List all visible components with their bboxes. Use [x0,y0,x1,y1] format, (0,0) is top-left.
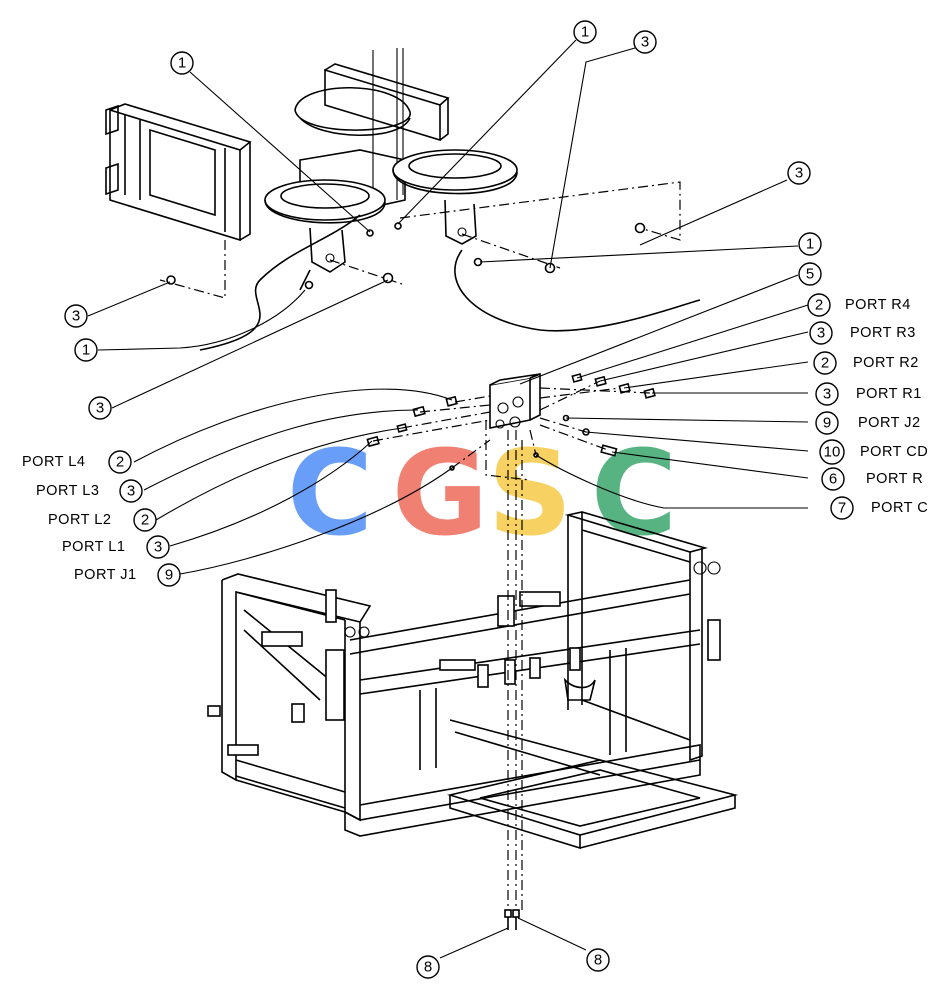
svg-text:2: 2 [141,512,149,529]
svg-text:PORT R4: PORT R4 [845,297,911,313]
svg-text:2: 2 [821,355,829,372]
leader-lines-top [87,39,799,409]
callout-top-3a: 3 [633,30,657,54]
port-label-r2: 2 PORT R2 [813,351,919,375]
svg-text:8: 8 [424,959,432,976]
svg-text:3: 3 [795,165,803,182]
port-label-r4: 2 PORT R4 [807,293,911,317]
svg-text:6: 6 [829,471,837,488]
svg-text:3: 3 [127,483,135,500]
callout-left-1: 1 [74,338,98,362]
svg-text:9: 9 [165,567,173,584]
svg-text:9: 9 [823,415,831,432]
svg-text:1: 1 [581,24,589,41]
seat-head-assembly [105,48,701,351]
port-label-j1: PORT J1 9 [74,563,181,587]
svg-text:3: 3 [817,325,825,342]
svg-text:PORT C: PORT C [871,500,928,516]
watermark-letter-c1: C [287,424,374,562]
callout-bottom-8a: 8 [416,955,440,979]
svg-text:PORT J1: PORT J1 [74,567,137,583]
manifold-assembly [366,372,656,481]
svg-text:5: 5 [806,266,814,283]
svg-text:PORT L2: PORT L2 [48,512,111,528]
callout-right-5: 5 [798,262,822,286]
watermark: C G S C [287,424,678,562]
port-label-c: 7 PORT C [830,496,928,520]
port-label-j2: 9 PORT J2 [815,411,921,435]
port-label-l4: PORT L4 2 [22,450,132,474]
svg-text:7: 7 [838,500,846,517]
port-label-r: 6 PORT R [821,467,923,491]
svg-text:PORT L1: PORT L1 [62,539,125,555]
svg-text:PORT L3: PORT L3 [36,483,99,499]
callout-right-3: 3 [787,161,811,185]
svg-text:3: 3 [96,400,104,417]
leader-lines-manifold [133,274,809,575]
base-frame [207,430,739,915]
bottom-bolts [439,909,587,959]
port-label-l3: PORT L3 3 [36,479,143,503]
svg-text:PORT R3: PORT R3 [850,325,916,341]
callout-right-1: 1 [798,232,822,256]
svg-text:2: 2 [815,297,823,314]
callout-left-3: 3 [64,304,88,328]
callout-top-1b: 1 [573,20,597,44]
callout-mid-3: 3 [88,396,112,420]
svg-text:1: 1 [82,342,90,359]
svg-text:PORT L4: PORT L4 [22,454,85,470]
svg-text:PORT R1: PORT R1 [856,386,922,402]
svg-text:2: 2 [116,454,124,471]
svg-text:3: 3 [641,34,649,51]
callout-bottom-8b: 8 [586,948,610,972]
svg-text:PORT CD: PORT CD [860,444,928,460]
svg-text:PORT R2: PORT R2 [853,355,919,371]
svg-text:PORT J2: PORT J2 [858,415,921,431]
svg-text:3: 3 [823,386,831,403]
svg-text:8: 8 [594,952,602,969]
port-label-r3: 3 PORT R3 [809,321,916,345]
port-label-cd: 10 PORT CD [819,439,928,465]
callout-top-1a: 1 [170,51,194,75]
watermark-letter-g: G [392,424,489,562]
watermark-letter-s: S [488,424,573,562]
svg-text:10: 10 [824,444,841,461]
svg-text:1: 1 [806,236,814,253]
port-label-l2: PORT L2 2 [48,508,157,532]
svg-text:3: 3 [154,539,162,556]
svg-text:1: 1 [178,55,186,72]
port-label-r1: 3 PORT R1 [815,382,922,406]
port-label-l1: PORT L1 3 [62,535,170,559]
svg-text:3: 3 [72,308,80,325]
svg-text:PORT R: PORT R [866,471,923,487]
